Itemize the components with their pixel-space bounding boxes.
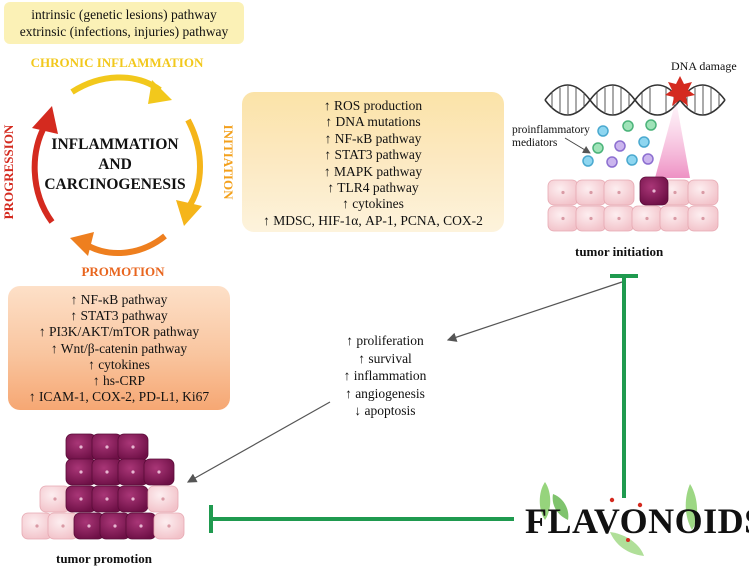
initiation-marker: ↑ ROS production: [323, 98, 423, 113]
cell-nucleus: [673, 190, 677, 195]
cell-nucleus: [79, 445, 83, 449]
cycle-arrows: [31, 74, 203, 256]
chronic-arrow-head: [148, 80, 172, 104]
pathways-box: intrinsic (genetic lesions) pathway extr…: [4, 2, 244, 44]
initiation-marker: ↑ cytokines: [342, 196, 404, 212]
cell-nucleus: [157, 470, 161, 474]
promotion-marker: ↑ STAT3 pathway: [70, 308, 168, 324]
effect-item: ↑ angiogenesis: [345, 385, 425, 401]
cell-nucleus: [105, 470, 109, 474]
cell-nucleus: [53, 497, 57, 501]
center-title-line-2: AND: [98, 156, 132, 173]
cell-nucleus: [701, 216, 705, 221]
effect-item: ↑ proliferation: [346, 333, 424, 348]
initiation-marker: ↑ MAPK pathway: [323, 163, 423, 179]
chronic-arrow: [70, 74, 162, 95]
dna-damage-star-icon: [665, 76, 695, 106]
promotion-marker: ↑ Wnt/β-catenin pathway: [50, 340, 188, 356]
progression-label: PROGRESSION: [1, 124, 16, 219]
initiation-marker: ↑ DNA mutations: [325, 114, 421, 130]
promotion-marker: ↑ hs-CRP: [92, 373, 146, 389]
cell-nucleus: [79, 497, 83, 501]
intrinsic-pathway-text: intrinsic (genetic lesions) pathway: [31, 7, 217, 22]
effects-to-promotion-arrow: [186, 401, 331, 483]
cell-nucleus: [131, 445, 135, 449]
effects-list: ↑ proliferation ↑ survival ↑ inflammatio…: [325, 332, 445, 420]
mediators-label: proinflammatory mediators: [512, 124, 590, 150]
mediator-molecules: [582, 119, 657, 168]
promotion-marker: ↑ NF-κB pathway: [70, 292, 168, 307]
mediators-label-line-2: mediators: [512, 137, 558, 149]
cell-nucleus: [673, 216, 677, 221]
flavonoid-inhibition: [209, 274, 638, 533]
initiation-arrow: [185, 118, 203, 210]
cell-nucleus: [589, 190, 593, 195]
initiation-marker: ↑ NF-κB pathway: [324, 130, 422, 146]
cell-nucleus: [35, 524, 39, 528]
initiation-label: INITIATION: [221, 125, 236, 201]
cycle-center-title: INFLAMMATION AND CARCINOGENESIS: [30, 135, 200, 195]
cell-nucleus: [105, 445, 109, 449]
promotion-markers-box: ↑ NF-κB pathway ↑ STAT3 pathway ↑ PI3K/A…: [8, 286, 230, 410]
cell-nucleus: [645, 216, 649, 221]
cell-nucleus: [167, 524, 171, 528]
mediators-pointer: [564, 137, 591, 154]
leaf-icon: [539, 482, 698, 556]
dna-helix-icon: [544, 84, 726, 116]
tumor-promotion-label: tumor promotion: [56, 551, 152, 566]
cell-nucleus: [617, 190, 621, 195]
promotion-arrow-head: [70, 232, 94, 256]
cell-nucleus: [87, 524, 91, 528]
effect-item: ↓ apoptosis: [354, 403, 416, 418]
cell-nucleus: [701, 190, 705, 195]
promotion-marker: ↑ ICAM-1, COX-2, PD-L1, Ki67: [28, 389, 210, 405]
promotion-label: PROMOTION: [81, 264, 165, 279]
tumor-initiation-label: tumor initiation: [575, 244, 664, 259]
cell-nucleus: [139, 524, 143, 528]
cell-nucleus: [652, 189, 656, 193]
initiation-arrow-head: [176, 200, 202, 226]
cell-nucleus: [79, 470, 83, 474]
center-title-line-3: CARCINOGENESIS: [44, 176, 186, 193]
initiation-to-effects-arrow: [446, 281, 623, 342]
cell-nucleus: [113, 524, 117, 528]
progression-arrow-head: [32, 106, 58, 134]
initiation-marker: ↑ MDSC, HIF-1α, AP-1, PCNA, COX-2: [263, 212, 483, 228]
mediators-label-line-1: proinflammatory: [512, 124, 590, 136]
cell-nucleus: [161, 497, 165, 501]
promotion-arrow: [83, 233, 167, 256]
cell-nucleus: [561, 216, 565, 221]
center-title-line-1: INFLAMMATION: [51, 136, 179, 153]
cell-nucleus: [61, 524, 65, 528]
damage-beam: [655, 100, 690, 178]
promotion-marker: ↑ PI3K/AKT/mTOR pathway: [38, 324, 200, 340]
extrinsic-pathway-text: extrinsic (infections, injuries) pathway: [19, 24, 229, 39]
promotion-marker: ↑ cytokines: [88, 356, 150, 372]
dna-damage-label: DNA damage: [671, 59, 737, 73]
initiation-markers-box: ↑ ROS production ↑ DNA mutations ↑ NF-κB…: [242, 92, 504, 232]
effect-item: ↑ inflammation: [343, 368, 427, 383]
tumor-initiation-tissue: [547, 176, 719, 232]
cell-nucleus: [617, 216, 621, 221]
effect-item: ↑ survival: [358, 350, 412, 366]
initiation-marker: ↑ STAT3 pathway: [324, 147, 422, 163]
progression-arrow: [31, 122, 55, 224]
cell-nucleus: [131, 470, 135, 474]
cell-nucleus: [561, 190, 565, 195]
tumor-promotion-tissue: [21, 433, 185, 540]
cell-nucleus: [105, 497, 109, 501]
cell-nucleus: [589, 216, 593, 221]
flavonoids-title: FLAVONOIDS: [525, 501, 749, 541]
cell-nucleus: [131, 497, 135, 501]
chronic-inflammation-label: CHRONIC INFLAMMATION: [31, 55, 204, 70]
initiation-marker: ↑ TLR4 pathway: [327, 180, 419, 196]
